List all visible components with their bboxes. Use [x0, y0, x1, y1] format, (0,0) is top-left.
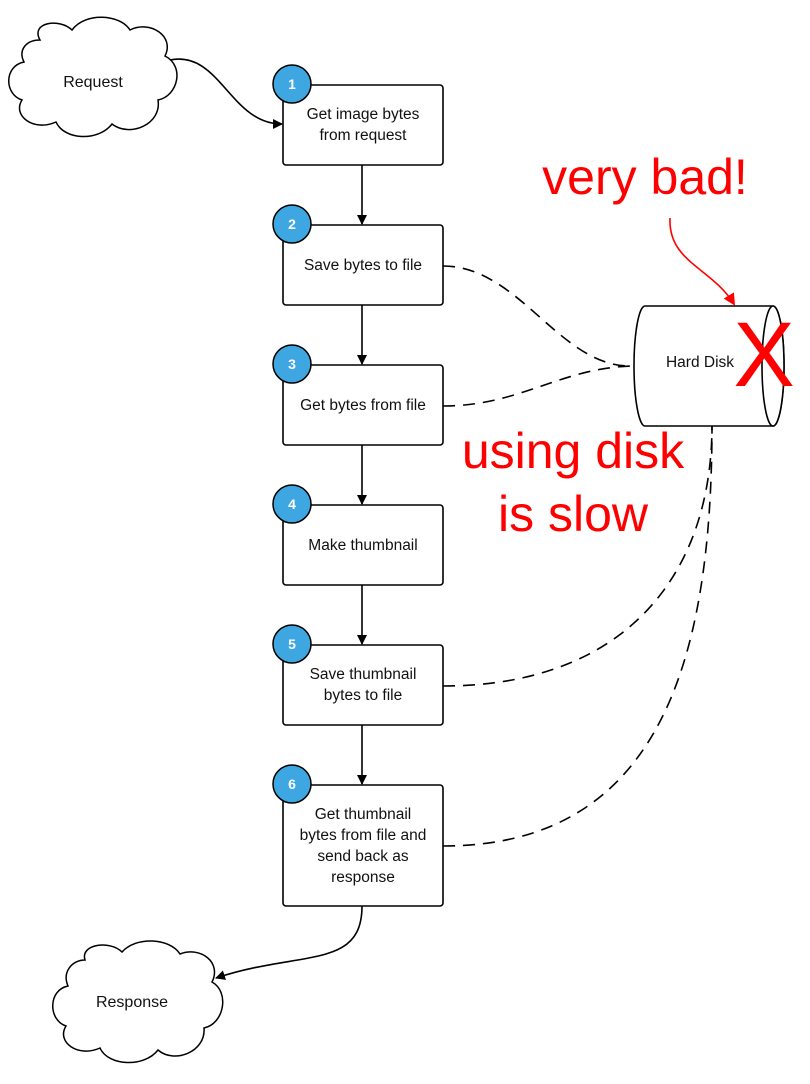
step-badge-6 [272, 764, 312, 804]
response-label: Response [95, 994, 169, 1011]
step-number-5: 5 [288, 636, 296, 652]
step-box-3 [282, 364, 444, 446]
dash-step5-to-disk [442, 424, 713, 687]
step-label-1: Get image bytes from request [306, 106, 420, 144]
step-badge-5 [272, 624, 312, 664]
dash-step2-to-disk [442, 265, 633, 367]
step6-to-response-connector [215, 905, 363, 980]
step-box-1 [282, 84, 444, 166]
dash-step6-to-disk [442, 424, 713, 847]
step-box-2 [282, 224, 444, 306]
step-box-4 [282, 504, 444, 586]
step-label-5: Save thumbnail bytes to file [309, 666, 417, 704]
step-number-3: 3 [288, 356, 296, 372]
request-to-step1-connector [169, 58, 283, 129]
step-badge-4 [272, 484, 312, 524]
step-label-2: Save bytes to file [303, 256, 423, 274]
very-bad-annotation: very bad! [542, 149, 748, 205]
step-box-5 [282, 644, 444, 726]
response-cloud [52, 940, 224, 1064]
step-label-3: Get bytes from file [300, 396, 426, 414]
disk-slow-annotation: using disk is slow [461, 423, 685, 542]
step-number-4: 4 [288, 496, 296, 512]
request-cloud [8, 16, 178, 138]
hard-disk-label: Hard Disk [665, 354, 735, 371]
step-box-6 [282, 784, 444, 907]
step-number-1: 1 [288, 76, 296, 92]
step-label-4: Make thumbnail [308, 536, 418, 554]
step-badge-1 [272, 64, 312, 104]
step-badge-3 [272, 344, 312, 384]
disk-x-mark: X [733, 304, 795, 406]
hard-disk-end [761, 305, 785, 427]
very-bad-arrow [669, 217, 736, 306]
step-number-6: 6 [288, 776, 296, 792]
request-label: Request [63, 74, 123, 91]
step-badge-2 [272, 204, 312, 244]
step-label-6: Get thumbnail bytes from file and send b… [299, 805, 427, 886]
dash-step3-to-disk [442, 365, 633, 407]
step-number-2: 2 [288, 216, 296, 232]
